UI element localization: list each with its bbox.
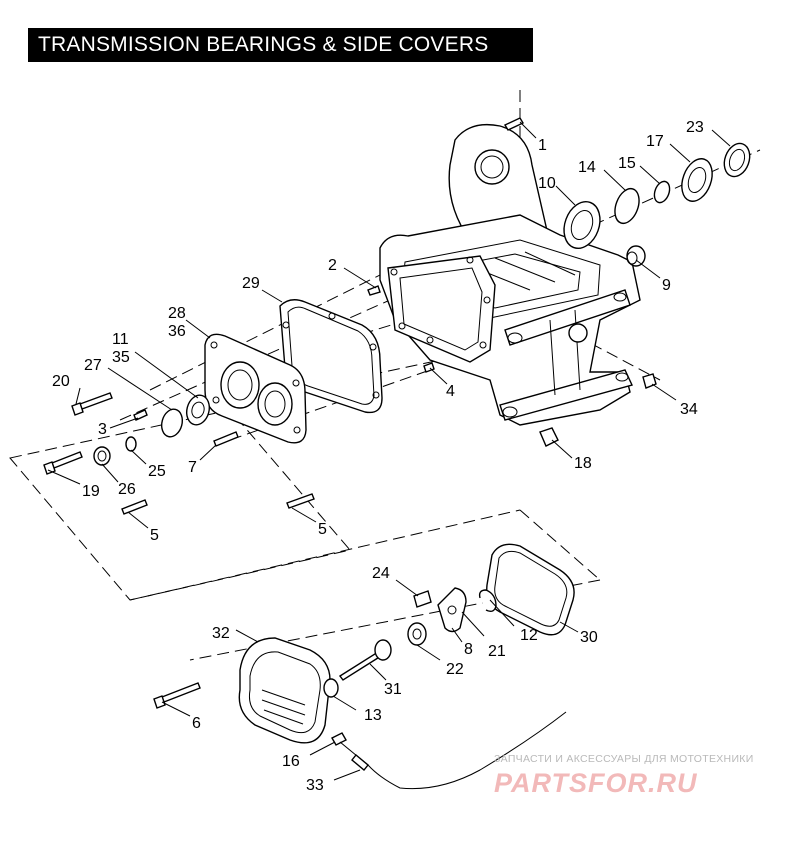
lower-cover-assembly (153, 543, 575, 790)
callout-19: 19 (82, 483, 100, 500)
callout-31: 31 (384, 681, 402, 698)
callout-22: 22 (446, 661, 464, 678)
callout-14: 14 (578, 159, 596, 176)
left-small-parts (43, 392, 315, 515)
callout-13: 13 (364, 707, 382, 724)
callout-4: 4 (446, 383, 455, 400)
callout-7: 7 (188, 459, 197, 476)
callout-24: 24 (372, 565, 390, 582)
callout-2: 2 (328, 257, 337, 274)
callout-10: 10 (538, 175, 556, 192)
callout-23: 23 (686, 119, 704, 136)
page-title: TRANSMISSION BEARINGS & SIDE COVERS (38, 33, 489, 56)
callout-34: 34 (680, 401, 698, 418)
side-cover-28 (204, 333, 307, 444)
callout-36: 36 (168, 323, 186, 340)
callout-28: 28 (168, 305, 186, 322)
watermark: ЗАПЧАСТИ И АКСЕССУАРЫ ДЛЯ МОТОТЕХНИКИ PA… (494, 753, 754, 798)
callout-12: 12 (520, 627, 538, 644)
callout-30: 30 (580, 629, 598, 646)
callout-9: 9 (662, 277, 671, 294)
callout-11: 11 (112, 331, 129, 348)
title-banner: TRANSMISSION BEARINGS & SIDE COVERS (28, 28, 533, 62)
callout-labels: 1 2 3 4 5 5 6 7 8 9 10 11 35 12 13 14 15… (52, 119, 704, 794)
callout-32: 32 (212, 625, 230, 642)
callout-6: 6 (192, 715, 201, 732)
callout-35: 35 (112, 349, 130, 366)
callout-21: 21 (488, 643, 506, 660)
callout-20: 20 (52, 373, 70, 390)
callout-1: 1 (538, 137, 547, 154)
callout-26: 26 (118, 481, 136, 498)
transmission-housing (379, 123, 641, 426)
callout-5-right: 5 (318, 521, 327, 538)
callout-17: 17 (646, 133, 664, 150)
callout-25: 25 (148, 463, 166, 480)
bearing-stack (367, 117, 751, 447)
callout-27: 27 (84, 357, 102, 374)
callout-3: 3 (98, 421, 107, 438)
callout-33: 33 (306, 777, 324, 794)
leader-lines (47, 121, 731, 781)
watermark-tagline: ЗАПЧАСТИ И АКСЕССУАРЫ ДЛЯ МОТОТЕХНИКИ (494, 753, 754, 765)
callout-15: 15 (618, 155, 636, 172)
callout-18: 18 (574, 455, 592, 472)
callout-5-left: 5 (150, 527, 159, 544)
callout-16: 16 (282, 753, 300, 770)
callout-29: 29 (242, 275, 260, 292)
watermark-logo: PARTSFOR.RU (494, 768, 698, 798)
callout-8: 8 (464, 641, 473, 658)
